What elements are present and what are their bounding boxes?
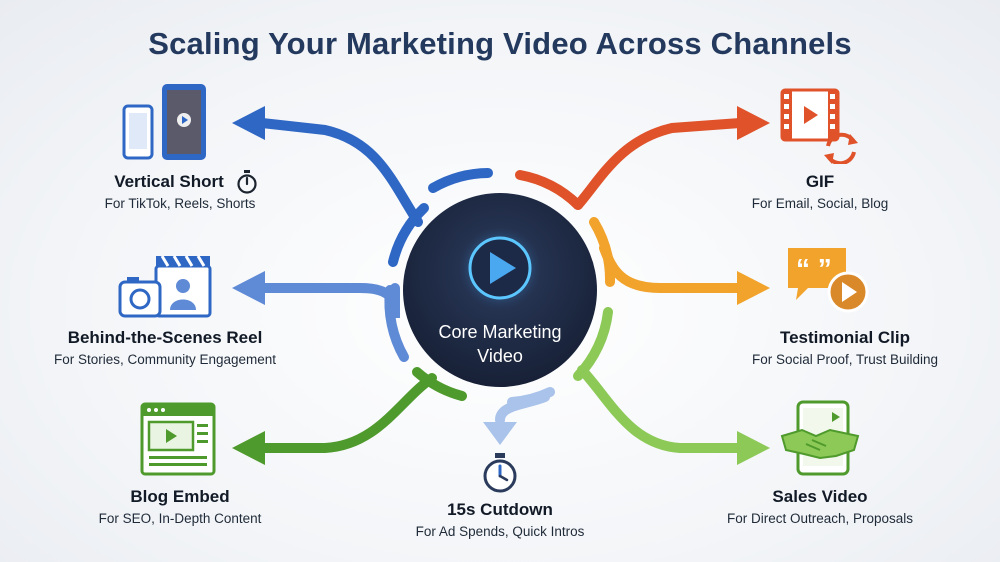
node-blog-embed: Blog Embed For SEO, In-Depth Content xyxy=(60,487,300,526)
ring-arc-bts xyxy=(384,285,409,362)
node-subtitle: For SEO, In-Depth Content xyxy=(98,511,262,526)
arrowhead-cutdown xyxy=(483,422,517,445)
node-bts-reel: Behind-the-Scenes Reel For Stories, Comm… xyxy=(20,328,310,367)
core-label-line1: Core Marketing xyxy=(438,322,562,342)
node-title: 15s Cutdown xyxy=(447,500,553,519)
node-subtitle: For Direct Outreach, Proposals xyxy=(726,511,914,526)
ring-arc-vertical-short xyxy=(388,203,429,267)
node-subtitle: For TikTok, Reels, Shorts xyxy=(104,196,256,211)
node-cutdown: 15s Cutdown For Ad Spends, Quick Intros xyxy=(380,500,620,539)
node-subtitle: For Ad Spends, Quick Intros xyxy=(415,524,585,539)
node-title: Behind-the-Scenes Reel xyxy=(67,328,263,347)
quote-play-icon: “ ” xyxy=(788,248,869,313)
connector-sales xyxy=(577,365,745,453)
connector-blog xyxy=(257,373,437,453)
connector-gif xyxy=(573,118,745,210)
ring-arc-top-blue xyxy=(428,168,493,193)
play-icon xyxy=(490,252,516,284)
smartphone-icon xyxy=(122,84,206,160)
arrowhead-blog xyxy=(232,431,265,465)
node-testimonial: Testimonial Clip For Social Proof, Trust… xyxy=(700,328,990,367)
connector-cutdown xyxy=(495,392,550,425)
node-title: GIF xyxy=(805,172,835,191)
connector-bts xyxy=(257,283,400,319)
core-label-line2: Video xyxy=(477,346,523,366)
handshake-tablet-icon xyxy=(780,400,860,476)
node-title: Vertical Short xyxy=(114,172,224,191)
node-subtitle: For Email, Social, Blog xyxy=(751,196,889,211)
arrowhead-bts xyxy=(232,271,265,305)
stopwatch-icon xyxy=(237,170,257,194)
stopwatch-icon xyxy=(483,453,517,493)
svg-text:“ ”: “ ” xyxy=(796,253,832,284)
node-sales: Sales Video For Direct Outreach, Proposa… xyxy=(700,487,940,526)
node-subtitle: For Social Proof, Trust Building xyxy=(751,352,939,367)
node-title: Blog Embed xyxy=(130,487,230,506)
arrowhead-testimonial xyxy=(737,271,770,305)
connector-testimonial xyxy=(599,243,745,293)
node-title: Testimonial Clip xyxy=(779,328,911,347)
connector-vertical-short xyxy=(257,118,423,227)
core-label: Core Marketing Video xyxy=(400,320,600,368)
browser-video-icon xyxy=(140,402,216,476)
arrowhead-gif xyxy=(737,106,770,140)
node-subtitle: For Stories, Community Engagement xyxy=(53,352,277,367)
camera-clapperboard-icon xyxy=(118,255,212,318)
film-loop-icon xyxy=(780,88,858,164)
ring-arc-blog xyxy=(412,367,467,401)
node-title: Sales Video xyxy=(772,487,868,506)
node-vertical-short: Vertical Short For TikTok, Reels, Shorts xyxy=(60,172,300,211)
node-gif: GIF For Email, Social, Blog xyxy=(700,172,940,211)
arrowhead-vertical-short xyxy=(232,106,265,140)
arrowhead-sales xyxy=(737,431,770,465)
diagram-title: Scaling Your Marketing Video Across Chan… xyxy=(148,26,852,61)
ring-arc-gif xyxy=(515,170,583,210)
